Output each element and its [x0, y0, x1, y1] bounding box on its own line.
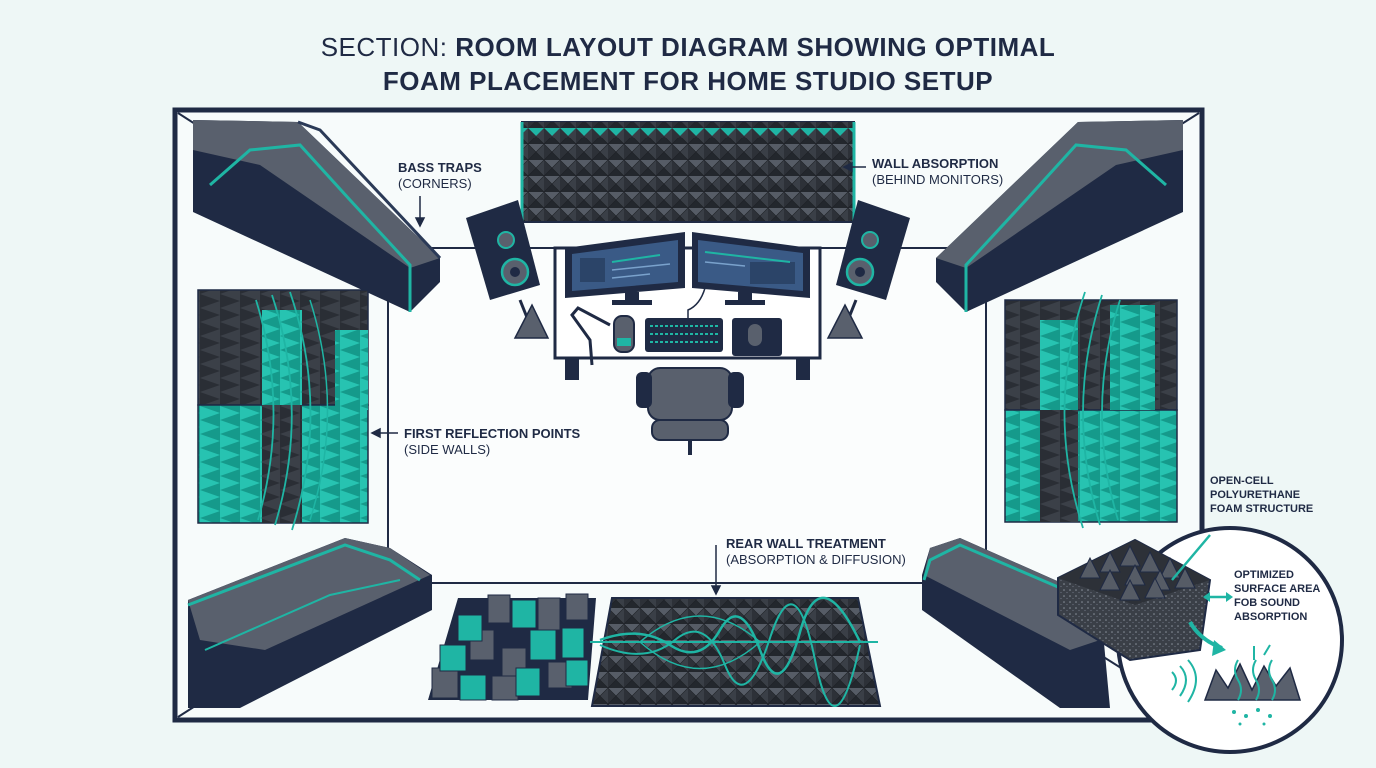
bass-trap-bottom-left	[187, 538, 432, 708]
label-surface-area-line-3: FOB SOUND	[1234, 597, 1300, 609]
mouse-pad	[732, 318, 782, 356]
title-main-line-1: ROOM LAYOUT DIAGRAM SHOWING OPTIMAL	[455, 32, 1056, 62]
speaker-left	[466, 200, 550, 339]
bass-trap-top-left	[193, 120, 442, 312]
foam-detail-inset	[1057, 526, 1344, 754]
keyboard	[645, 318, 723, 352]
diffuser-panel	[428, 593, 596, 701]
title-line-1: SECTION: ROOM LAYOUT DIAGRAM SHOWING OPT…	[0, 30, 1376, 64]
label-surface-area-line-1: OPTIMIZED	[1234, 569, 1294, 581]
diagram-title: SECTION: ROOM LAYOUT DIAGRAM SHOWING OPT…	[0, 30, 1376, 98]
speaker-right	[826, 200, 910, 339]
microphone-arm	[570, 306, 635, 366]
label-foam-structure-line-3: FOAM STRUCTURE	[1210, 503, 1314, 515]
office-chair	[636, 367, 744, 455]
bass-trap-top-right	[936, 120, 1183, 312]
wall-absorption-panel	[520, 121, 856, 223]
label-foam-structure: OPEN-CELL POLYURETHANE FOAM STRUCTURE	[1210, 474, 1313, 516]
title-main-line-2: FOAM PLACEMENT FOR HOME STUDIO SETUP	[382, 66, 994, 96]
label-bass-traps-sub: (CORNERS)	[398, 176, 472, 191]
label-first-reflection-sub: (SIDE WALLS)	[404, 442, 491, 457]
label-surface-area-line-2: SURFACE AREA	[1234, 583, 1321, 595]
monitor-right	[687, 232, 810, 322]
side-panels-right	[1004, 291, 1178, 529]
label-wall-absorption-heading: WALL ABSORPTION	[872, 156, 999, 171]
bass-trap-bottom-right	[922, 538, 1110, 708]
label-foam-structure-line-1: OPEN-CELL	[1210, 475, 1274, 487]
label-rear-wall-heading: REAR WALL TREATMENT	[726, 536, 886, 551]
label-surface-area: OPTIMIZED SURFACE AREA FOB SOUND ABSORPT…	[1234, 568, 1320, 624]
label-arrows	[370, 161, 866, 596]
label-first-reflection-heading: FIRST REFLECTION POINTS	[404, 426, 581, 441]
label-bass-traps-heading: BASS TRAPS	[398, 160, 482, 175]
label-bass-traps: BASS TRAPS (CORNERS)	[398, 160, 482, 192]
title-lead: SECTION:	[320, 32, 456, 62]
rear-absorption-panel	[590, 596, 882, 708]
monitor-left	[565, 232, 685, 305]
label-rear-wall: REAR WALL TREATMENT (ABSORPTION & DIFFUS…	[726, 536, 906, 568]
label-rear-wall-sub: (ABSORPTION & DIFFUSION)	[726, 552, 906, 567]
label-first-reflection: FIRST REFLECTION POINTS (SIDE WALLS)	[404, 426, 580, 458]
label-foam-structure-line-2: POLYURETHANE	[1210, 489, 1301, 501]
label-wall-absorption-sub: (BEHIND MONITORS)	[872, 172, 1004, 187]
label-surface-area-line-4: ABSORPTION	[1234, 611, 1308, 623]
side-panels-left	[197, 289, 369, 531]
label-wall-absorption: WALL ABSORPTION (BEHIND MONITORS)	[872, 156, 1003, 188]
